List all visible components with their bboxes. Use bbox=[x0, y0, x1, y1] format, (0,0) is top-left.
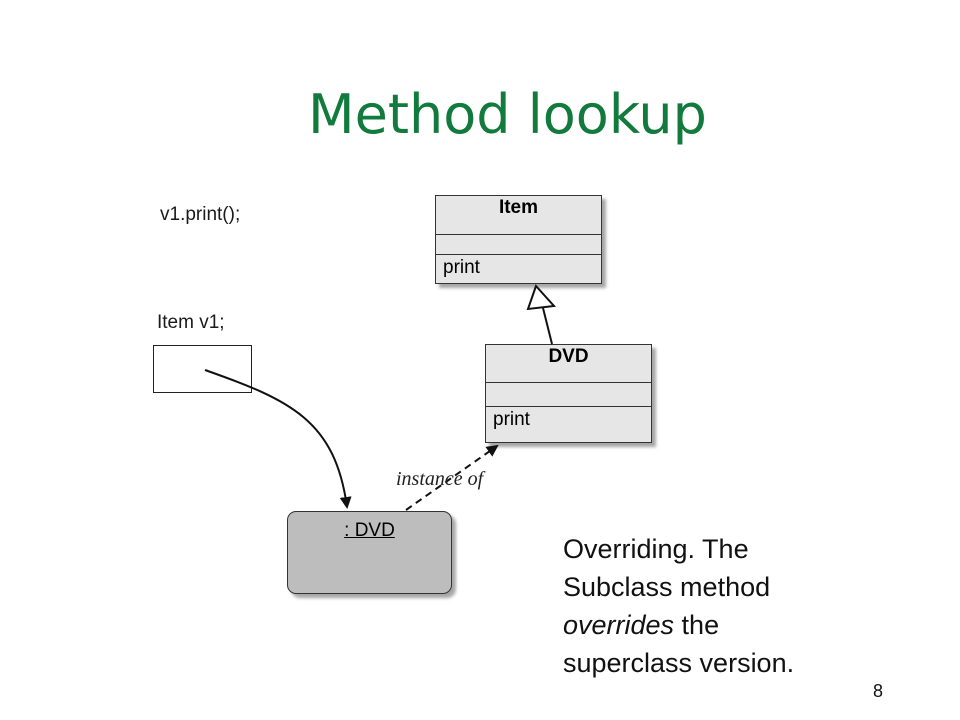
variable-declaration-code: Item v1; bbox=[157, 312, 225, 333]
variable-v1-box bbox=[153, 345, 252, 393]
page-number: 8 bbox=[873, 681, 884, 701]
class-dvd-box: DVD print bbox=[485, 344, 652, 443]
instance-of-arrow bbox=[405, 444, 499, 511]
instance-of-label: instance of bbox=[396, 468, 484, 490]
note-line-3: overrides the bbox=[563, 606, 863, 644]
class-item-operation: print bbox=[443, 257, 480, 278]
class-item-name: Item bbox=[436, 196, 601, 235]
slide-title: Method lookup bbox=[308, 83, 707, 146]
note-emphasis: overrides bbox=[563, 610, 675, 640]
overriding-note: Overriding. The Subclass method override… bbox=[563, 530, 863, 682]
inheritance-line bbox=[542, 307, 553, 345]
note-line-2: Subclass method bbox=[563, 572, 771, 602]
inheritance-arrowhead bbox=[526, 284, 557, 311]
method-call-code: v1.print(); bbox=[160, 204, 241, 225]
note-line-1: Overriding. The bbox=[563, 534, 749, 564]
note-line-4: superclass version. bbox=[563, 648, 795, 678]
class-dvd-name: DVD bbox=[486, 345, 651, 383]
note-line-3-rest: the bbox=[674, 610, 720, 640]
class-item-box: Item print bbox=[435, 195, 602, 284]
reference-arrow bbox=[204, 369, 352, 509]
class-dvd-attributes bbox=[486, 383, 651, 407]
object-dvd-box: : DVD bbox=[287, 511, 452, 594]
class-item-attributes bbox=[436, 235, 601, 255]
class-dvd-operation: print bbox=[493, 409, 530, 430]
object-dvd-name: : DVD bbox=[344, 520, 395, 541]
